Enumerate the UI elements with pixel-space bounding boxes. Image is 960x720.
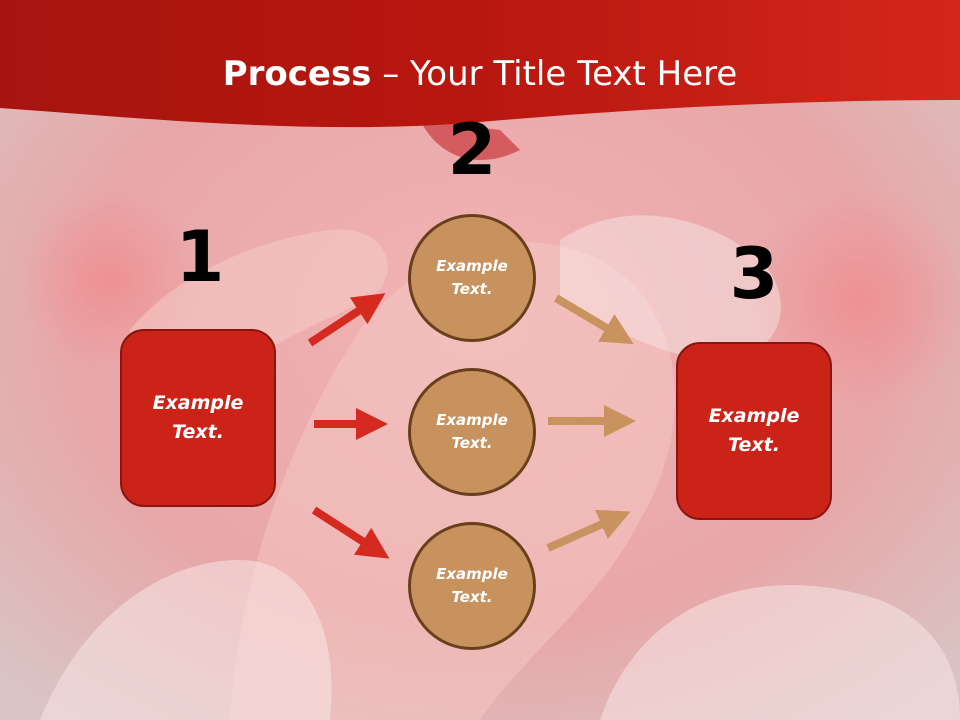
circle-top-label: Example Text. bbox=[436, 257, 508, 298]
right-box: Example Text. bbox=[676, 342, 832, 520]
circle-bottom-label: Example Text. bbox=[436, 565, 508, 606]
header-band bbox=[0, 0, 960, 128]
right-box-label: Example Text. bbox=[708, 405, 800, 456]
left-box-label: Example Text. bbox=[152, 392, 244, 443]
step-number-1: 1 bbox=[175, 216, 225, 298]
circle-middle-label: Example Text. bbox=[436, 411, 508, 452]
title-rest: – Your Title Text Here bbox=[371, 54, 738, 94]
circle-middle: Example Text. bbox=[408, 368, 536, 496]
circle-top: Example Text. bbox=[408, 214, 536, 342]
left-box: Example Text. bbox=[120, 329, 276, 507]
step-number-3: 3 bbox=[729, 233, 779, 315]
circle-bottom: Example Text. bbox=[408, 522, 536, 650]
title-bold: Process bbox=[222, 54, 372, 94]
step-number-2: 2 bbox=[447, 109, 497, 191]
slide-title: Process – Your Title Text Here bbox=[0, 52, 960, 96]
